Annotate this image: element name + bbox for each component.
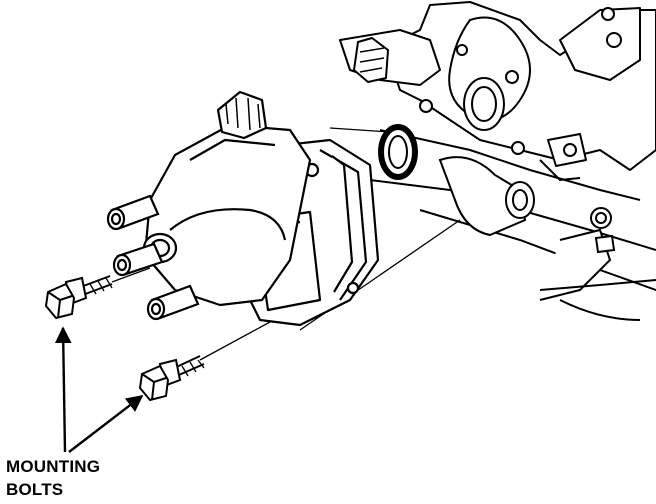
callout-label-line1: MOUNTING	[6, 457, 101, 476]
callout-arrows	[54, 326, 144, 453]
cap-towers	[106, 194, 200, 321]
callout-label-line2: BOLTS	[6, 480, 64, 499]
mounting-bolt-upper	[44, 275, 113, 320]
engine-head	[339, 1, 656, 171]
distributor-cap	[142, 90, 312, 307]
engine-lower	[369, 129, 656, 321]
mounting-bolt-lower	[138, 355, 205, 402]
o-ring	[378, 124, 418, 180]
